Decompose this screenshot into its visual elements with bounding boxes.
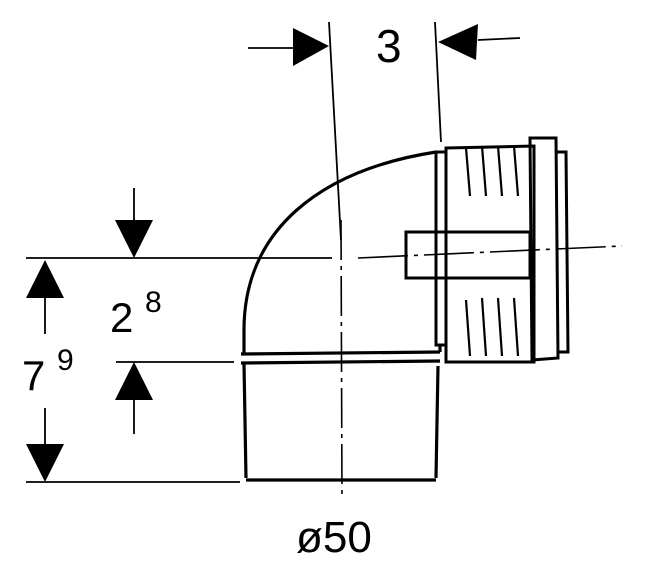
horizontal-centre-line bbox=[357, 245, 623, 259]
vertical-centre-line bbox=[340, 219, 343, 501]
threaded-connector bbox=[404, 136, 570, 364]
arrow-up-icon bbox=[26, 260, 64, 298]
dim-upper-height: 2 8 bbox=[110, 188, 162, 434]
centre-lines bbox=[340, 219, 623, 501]
diameter-label: ø50 bbox=[296, 513, 372, 562]
dim-total-height: 7 9 bbox=[22, 260, 74, 482]
thread-grooves bbox=[464, 145, 520, 357]
arrow-down-icon bbox=[115, 220, 153, 258]
end-flange bbox=[528, 136, 560, 362]
arrow-up-icon bbox=[115, 362, 153, 400]
arrow-left-icon bbox=[438, 24, 478, 60]
end-cap bbox=[556, 150, 570, 354]
elbow-outer-curve bbox=[242, 150, 437, 355]
arrow-right-icon bbox=[293, 28, 329, 66]
dim-upper-height-label: 2 8 bbox=[110, 286, 162, 341]
spigot-right-wall bbox=[434, 365, 440, 479]
dim-offset-label: 3 bbox=[376, 20, 402, 72]
outlet-spigot bbox=[404, 230, 532, 280]
spigot-left-wall bbox=[242, 363, 248, 479]
socket-ring-top bbox=[240, 350, 441, 356]
elbow-body bbox=[240, 150, 442, 482]
dim-total-height-label: 7 9 bbox=[22, 344, 74, 399]
arrow-down-icon bbox=[26, 444, 64, 482]
thread-block bbox=[444, 144, 536, 364]
dim-offset-3: 3 bbox=[248, 20, 521, 241]
reference-lines bbox=[26, 257, 332, 483]
socket-ring-bottom bbox=[240, 359, 441, 365]
